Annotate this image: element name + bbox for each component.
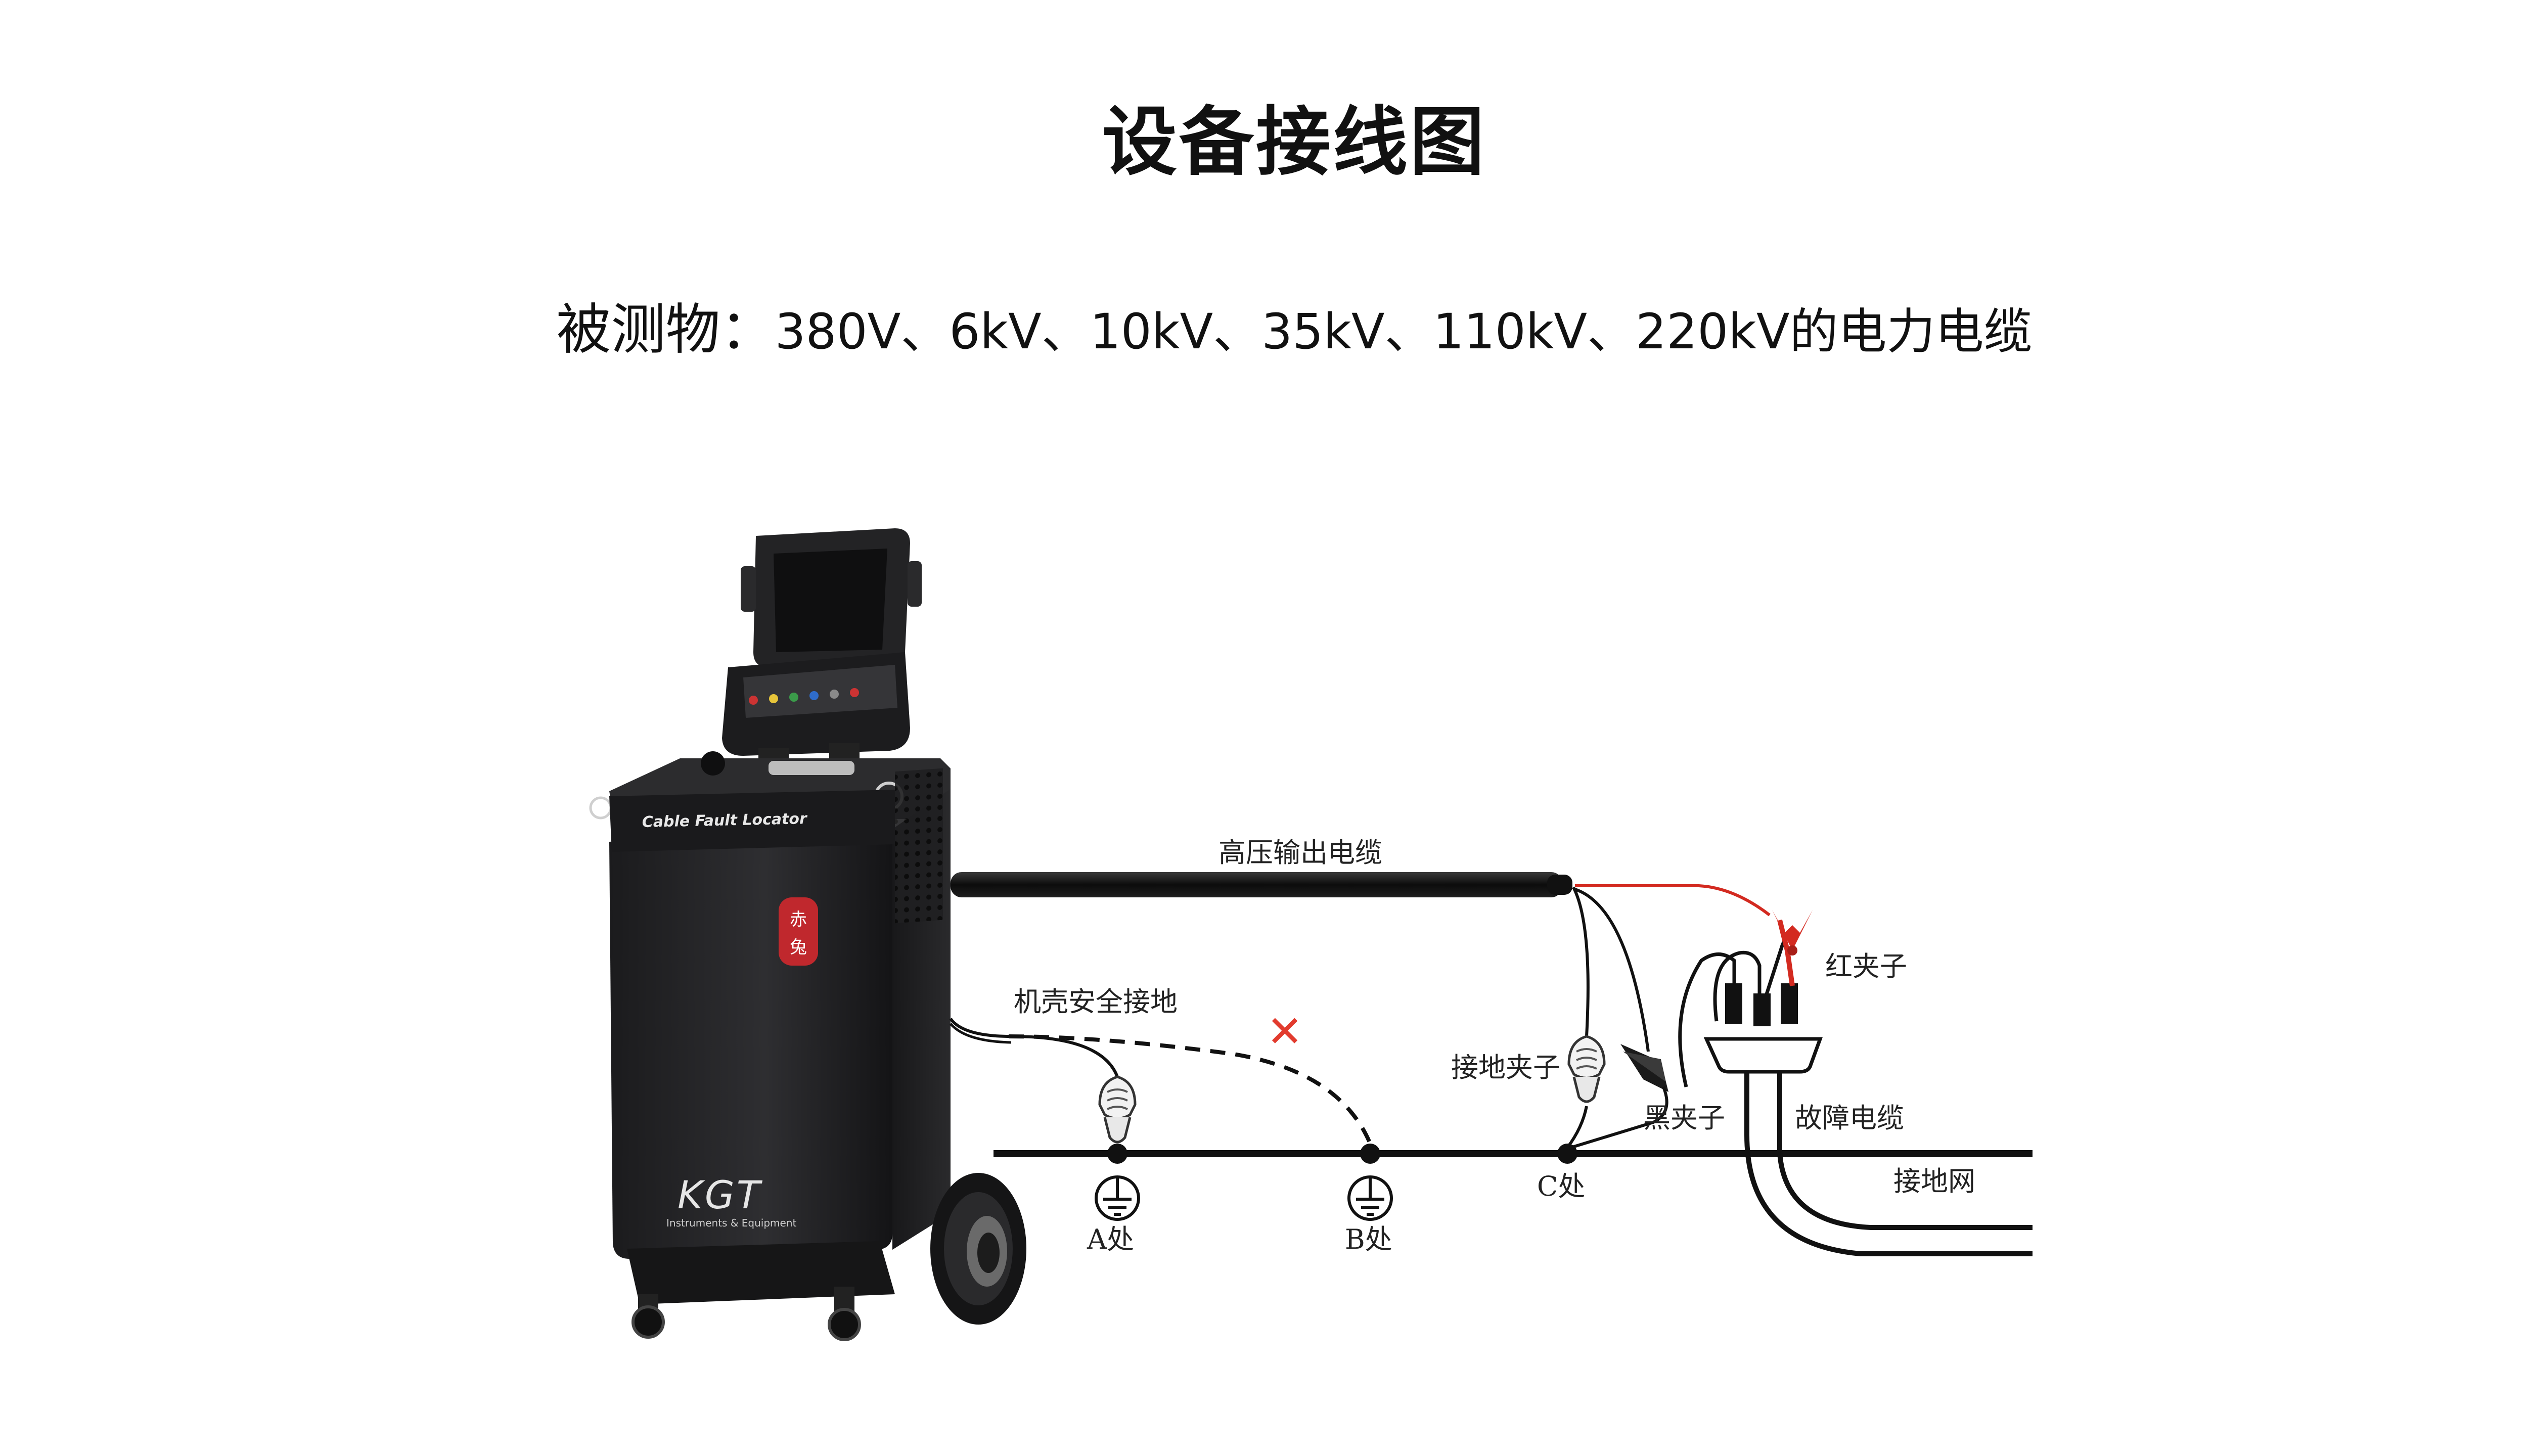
subtitle: 被测物：380V、6kV、10kV、35kV、110kV、220kV的电力电缆 — [0, 286, 2528, 365]
wrong-mark: ✕ — [1267, 1007, 1303, 1057]
wrong-dashed-route — [1008, 1034, 1372, 1145]
subtitle-lead: 被测物： — [556, 298, 775, 361]
caster-front-right — [828, 1287, 861, 1341]
label-point-a: A处 — [1087, 1223, 1134, 1255]
red-wire — [1575, 884, 1771, 917]
terminal-2 — [1753, 993, 1771, 1026]
caster-front-left — [631, 1294, 665, 1339]
cable-fault-locator-device: Cable Fault Locator 赤 兔 KGT Instruments … — [589, 528, 1026, 1341]
case-ground-wire-2 — [950, 1023, 1012, 1044]
page-title: 设备接线图 — [1102, 99, 1486, 186]
node-a — [1107, 1144, 1127, 1164]
hv-output-cable — [951, 872, 1572, 897]
label-black-clip: 黑夹子 — [1643, 1102, 1725, 1134]
device-name: Cable Fault Locator — [642, 810, 808, 831]
seal-char-1: 赤 — [790, 909, 807, 930]
earth-symbol-b — [1347, 1175, 1393, 1221]
label-point-c: C处 — [1537, 1170, 1585, 1202]
ground-clip-c — [1566, 1035, 1606, 1149]
device-lid — [741, 528, 922, 667]
red-clip — [1772, 910, 1813, 986]
label-hv-cable: 高压输出电缆 — [1218, 837, 1382, 869]
device-open-case — [722, 652, 910, 768]
subtitle-text: 380V、6kV、10kV、35kV、110kV、220kV的电力电缆 — [775, 303, 2033, 360]
terminal-3 — [1781, 983, 1798, 1024]
fault-cable-termination — [1678, 933, 2033, 1256]
label-fault-cable: 故障电缆 — [1795, 1102, 1904, 1134]
large-wheel — [930, 1173, 1026, 1325]
fault-cable-pipe-inner — [1777, 1072, 2033, 1230]
brand-seal: 赤 兔 — [779, 897, 818, 966]
black-wire-clip — [1573, 887, 1650, 1052]
earth-symbol-a — [1095, 1175, 1140, 1221]
ground-line — [994, 1150, 2033, 1157]
terminal-1 — [1725, 983, 1742, 1024]
black-clip — [1567, 1044, 1668, 1150]
brand-logo: KGT — [678, 1172, 763, 1217]
seal-char-2: 兔 — [790, 937, 807, 958]
brand-subline: Instruments & Equipment — [666, 1217, 796, 1229]
label-red-clip: 红夹子 — [1825, 950, 1907, 982]
label-point-b: B处 — [1345, 1223, 1392, 1255]
label-ground-clip: 接地夹子 — [1451, 1052, 1560, 1083]
fault-cable-pipe-outer — [1744, 1072, 2033, 1256]
ground-clamp-a — [1098, 1075, 1137, 1144]
black-wire-ground — [1572, 886, 1590, 1037]
case-ground-wire — [949, 1018, 1119, 1078]
label-ground-grid: 接地网 — [1893, 1165, 1975, 1197]
label-case-ground: 机壳安全接地 — [1014, 986, 1178, 1018]
node-b — [1360, 1144, 1380, 1164]
cable-head — [1703, 1037, 1823, 1074]
